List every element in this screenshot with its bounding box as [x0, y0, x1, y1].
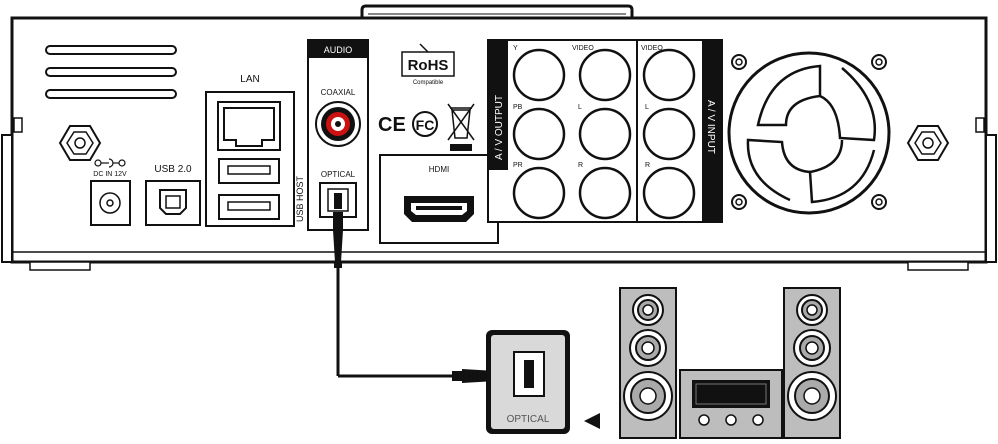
usb-a-port-2	[218, 194, 280, 220]
hdmi-port-block: HDMI	[379, 154, 499, 244]
coaxial-label: COAXIAL	[321, 88, 356, 97]
hdmi-label: HDMI	[429, 165, 449, 174]
optical-receiver-label: OPTICAL	[507, 414, 550, 425]
fan-icon	[727, 51, 891, 215]
l-in-jack	[642, 107, 696, 161]
r-in-jack	[642, 166, 696, 220]
l-out-label: L	[578, 104, 582, 111]
l-in-label: L	[645, 104, 649, 111]
lan-label: LAN	[240, 74, 259, 85]
vent-slots	[45, 45, 177, 99]
foot-right	[907, 261, 969, 271]
optical-port	[319, 182, 357, 218]
r-out-jack	[578, 166, 632, 220]
pb-jack	[512, 107, 566, 161]
fc-mark: FC	[412, 111, 438, 137]
audio-label: AUDIO	[324, 45, 353, 55]
l-out-jack	[578, 107, 632, 161]
usb-host-label: USB HOST	[295, 175, 305, 222]
foot-left	[29, 261, 91, 271]
pr-jack	[512, 166, 566, 220]
optical-label: OPTICAL	[321, 170, 356, 179]
dc-polarity-icon	[94, 158, 126, 168]
optical-receiver-panel: OPTICAL	[486, 330, 570, 434]
video-out-jack	[578, 48, 632, 102]
right-side-tab	[985, 134, 997, 263]
hdmi-port	[404, 196, 474, 222]
y-label: Y	[513, 45, 518, 52]
usb-a-port-1	[218, 158, 280, 184]
dc-in-label: DC IN 12V	[93, 171, 127, 178]
speaker-icon	[783, 287, 841, 439]
top-handle	[360, 4, 634, 20]
av-output-label: A / V OUTPUT	[494, 95, 505, 160]
rohs-mark: RoHS Compatible	[401, 43, 455, 86]
y-jack	[512, 48, 566, 102]
ce-mark: CE	[378, 114, 406, 136]
video-in-jack	[642, 48, 696, 102]
rohs-sub-label: Compatible	[413, 80, 444, 86]
lan-port	[217, 101, 281, 151]
coaxial-port	[315, 101, 361, 147]
av-input-label: A / V INPUT	[705, 100, 716, 154]
hex-screw-icon	[906, 125, 950, 161]
r-in-label: R	[645, 162, 650, 169]
weee-bin-icon	[447, 103, 475, 151]
dc-in-port: DC IN 12V	[90, 158, 131, 226]
video-in-label: VIDEO	[641, 45, 663, 52]
speaker-icon	[619, 287, 677, 439]
usb20-label: USB 2.0	[154, 164, 192, 175]
pb-label: PB	[513, 104, 523, 111]
r-out-label: R	[578, 162, 583, 169]
lan-usb-block: LAN USB HOST	[205, 74, 305, 227]
left-side-tab	[1, 134, 13, 263]
video-out-label: VIDEO	[572, 45, 594, 52]
svg-text:FC: FC	[416, 117, 435, 133]
rohs-label: RoHS	[408, 57, 449, 74]
hex-screw-icon	[58, 125, 102, 161]
av-block: A / V OUTPUT A / V INPUT Y VIDEO VIDEO P…	[487, 39, 723, 223]
pr-label: PR	[513, 162, 523, 169]
audio-block: AUDIO COAXIAL OPTICAL	[307, 39, 369, 231]
amplifier	[679, 369, 783, 439]
usb-b-port: USB 2.0	[145, 164, 201, 226]
arrow-left-icon	[584, 413, 600, 429]
